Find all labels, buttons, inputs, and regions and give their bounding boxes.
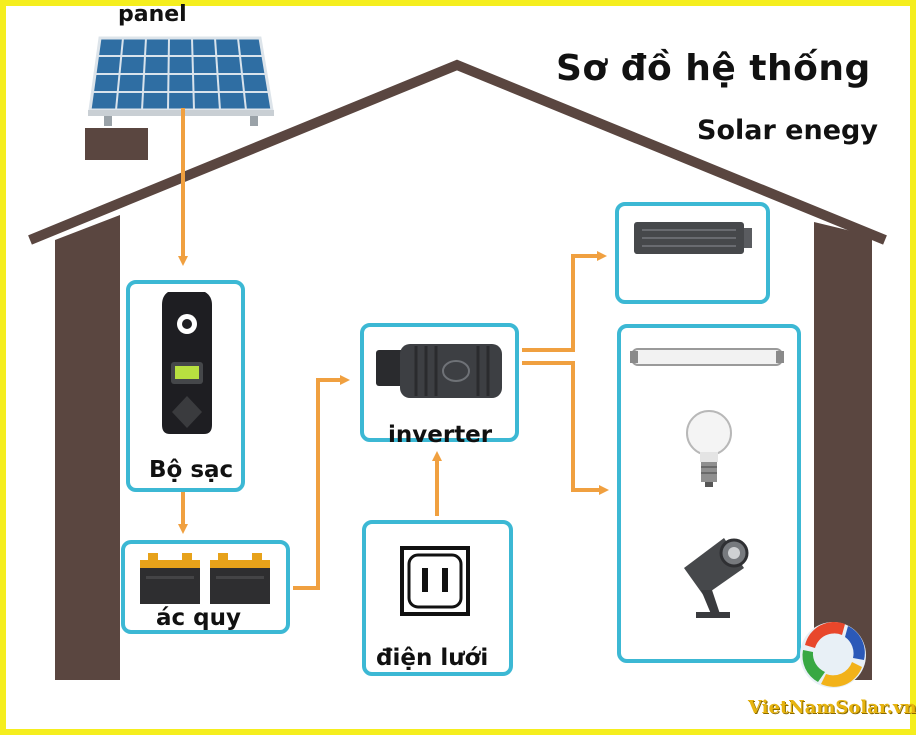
light-bulb-icon (686, 410, 732, 487)
fluorescent-tube-icon (630, 348, 784, 366)
charge-controller-icon (162, 292, 212, 434)
wall-socket-icon (400, 546, 470, 616)
panel-label: panel (118, 2, 187, 27)
arrow-inverter-to-air-conditioner (522, 251, 607, 352)
arrow-battery-to-inverter (293, 375, 350, 590)
solar-panel-icon (88, 36, 274, 126)
house-wall-left (55, 215, 120, 680)
diagram-title: Sơ đồ hệ thống (556, 48, 871, 89)
diagram-subtitle: Solar enegy (697, 115, 878, 146)
brand-logo-icon (800, 621, 866, 688)
spotlight-icon (684, 538, 749, 618)
charger-label: Bộ sạc (149, 457, 234, 483)
battery-label: ác quy (156, 605, 241, 631)
arrow-inverter-to-lighting (522, 361, 609, 495)
air-conditioner-icon (634, 222, 752, 254)
inverter-icon (376, 344, 502, 398)
brand-label: VietNamSolar.vn (748, 697, 916, 718)
lighting-box (617, 324, 801, 663)
inverter-label: inverter (388, 422, 493, 448)
house-wall-right (814, 222, 872, 680)
battery-icon (210, 553, 270, 604)
grid-label: điện lưới (376, 645, 489, 671)
house-roof (28, 59, 887, 245)
battery-icon (140, 553, 200, 604)
house-chimney (85, 128, 148, 160)
